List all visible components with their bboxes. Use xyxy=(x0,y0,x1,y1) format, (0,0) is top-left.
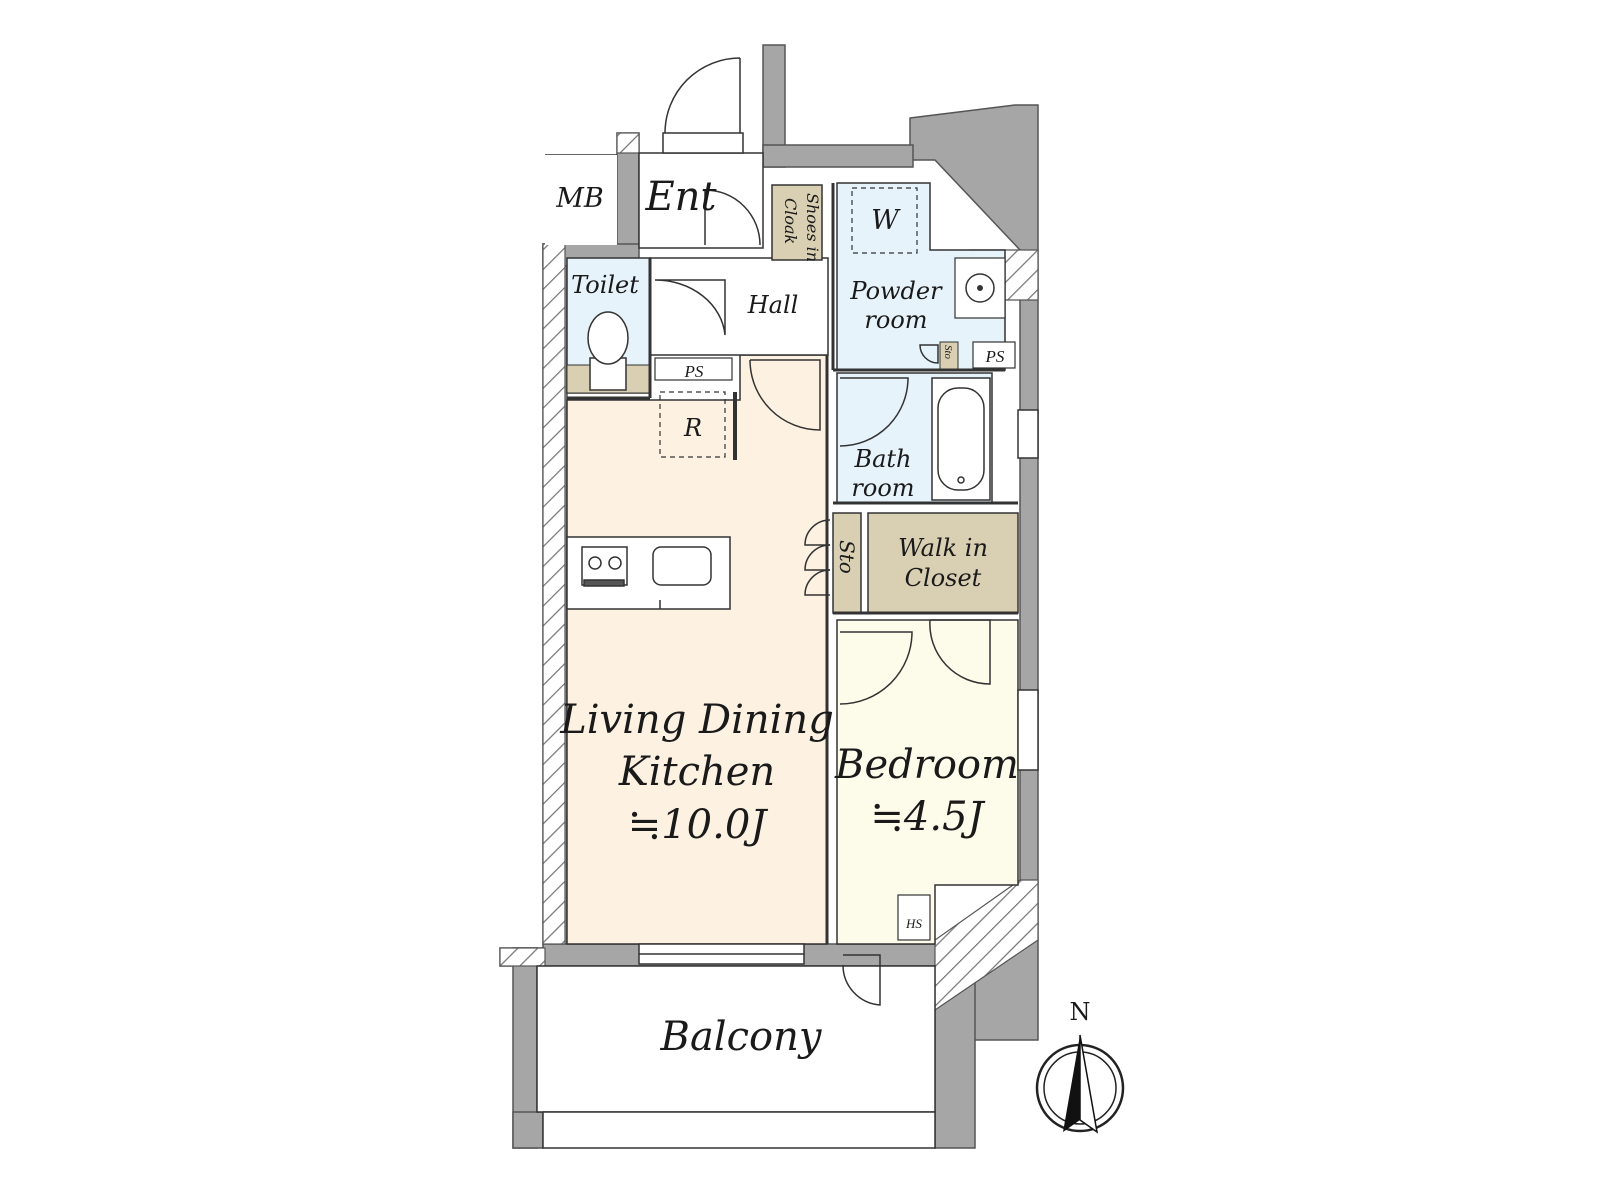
toilet-label: Toilet xyxy=(571,271,639,299)
bathroom-label-1: Bath xyxy=(853,445,911,473)
bedroom-label: Bedroom xyxy=(834,742,1019,788)
balcony-bottom-left xyxy=(512,1111,544,1149)
interior-walls xyxy=(567,183,1018,944)
ldk-storage-label: Sto xyxy=(835,540,859,574)
bedroom-floor xyxy=(836,619,1019,945)
refrigerator-box xyxy=(659,391,726,458)
hall-floor xyxy=(649,257,829,356)
door-swings xyxy=(654,57,991,1006)
bathroom-label-2: room xyxy=(851,474,914,502)
balcony-rail xyxy=(542,1111,936,1149)
entrance-floor xyxy=(638,152,764,249)
ldk-label-1: Living Dining xyxy=(559,697,834,743)
refrigerator-label: R xyxy=(683,414,702,442)
mb-label: MB xyxy=(555,183,604,214)
balcony-floor xyxy=(536,965,936,1113)
ent-upper-bar xyxy=(762,144,914,168)
powder-room-label-1: Powder xyxy=(849,277,943,305)
mb-area xyxy=(545,154,617,245)
powder-room-label-2: room xyxy=(864,306,927,334)
entrance-label: Ent xyxy=(644,174,717,220)
compass: N xyxy=(1035,998,1125,1134)
sink-icon xyxy=(954,257,1006,319)
kitchen-counter xyxy=(566,536,731,610)
ps-upper-label: PS xyxy=(684,362,704,381)
washer-box xyxy=(851,187,918,254)
hall-label: Hall xyxy=(747,291,799,319)
ps-box-upper xyxy=(654,357,733,381)
washer-label: W xyxy=(871,205,901,236)
ps-lower-label: PS xyxy=(985,347,1005,366)
balcony-label: Balcony xyxy=(660,1014,823,1060)
shoes-cloak-floor xyxy=(771,184,823,261)
walkin-closet-label-2: Closet xyxy=(905,564,982,592)
compass-needle-light xyxy=(1079,1034,1099,1134)
bedroom-area-label: ≒4.5J xyxy=(870,794,985,840)
toilet-fixture xyxy=(587,311,629,391)
north-label: N xyxy=(1070,998,1091,1026)
ldk-label-2: Kitchen xyxy=(618,749,775,795)
windows xyxy=(638,409,1039,965)
hs-label: HS xyxy=(905,916,922,931)
compass-needle-dark xyxy=(1063,1035,1080,1132)
walkin-closet-floor xyxy=(867,512,1019,614)
ldk-floor xyxy=(566,354,828,945)
shoes-cloak-label-2: Cloak xyxy=(781,198,800,244)
bathtub-icon xyxy=(931,377,991,501)
hs-box xyxy=(897,894,931,941)
walkin-closet-label-1: Walk in xyxy=(898,534,988,562)
ps-box-lower xyxy=(972,341,1016,369)
ldk-storage-floor xyxy=(832,512,862,614)
powder-storage-label: Sto xyxy=(942,345,954,360)
ldk-area-label: ≒10.0J xyxy=(628,802,769,848)
shoes-cloak-label-1: Shoes in xyxy=(803,193,822,262)
hatched-walls xyxy=(499,132,1039,1012)
